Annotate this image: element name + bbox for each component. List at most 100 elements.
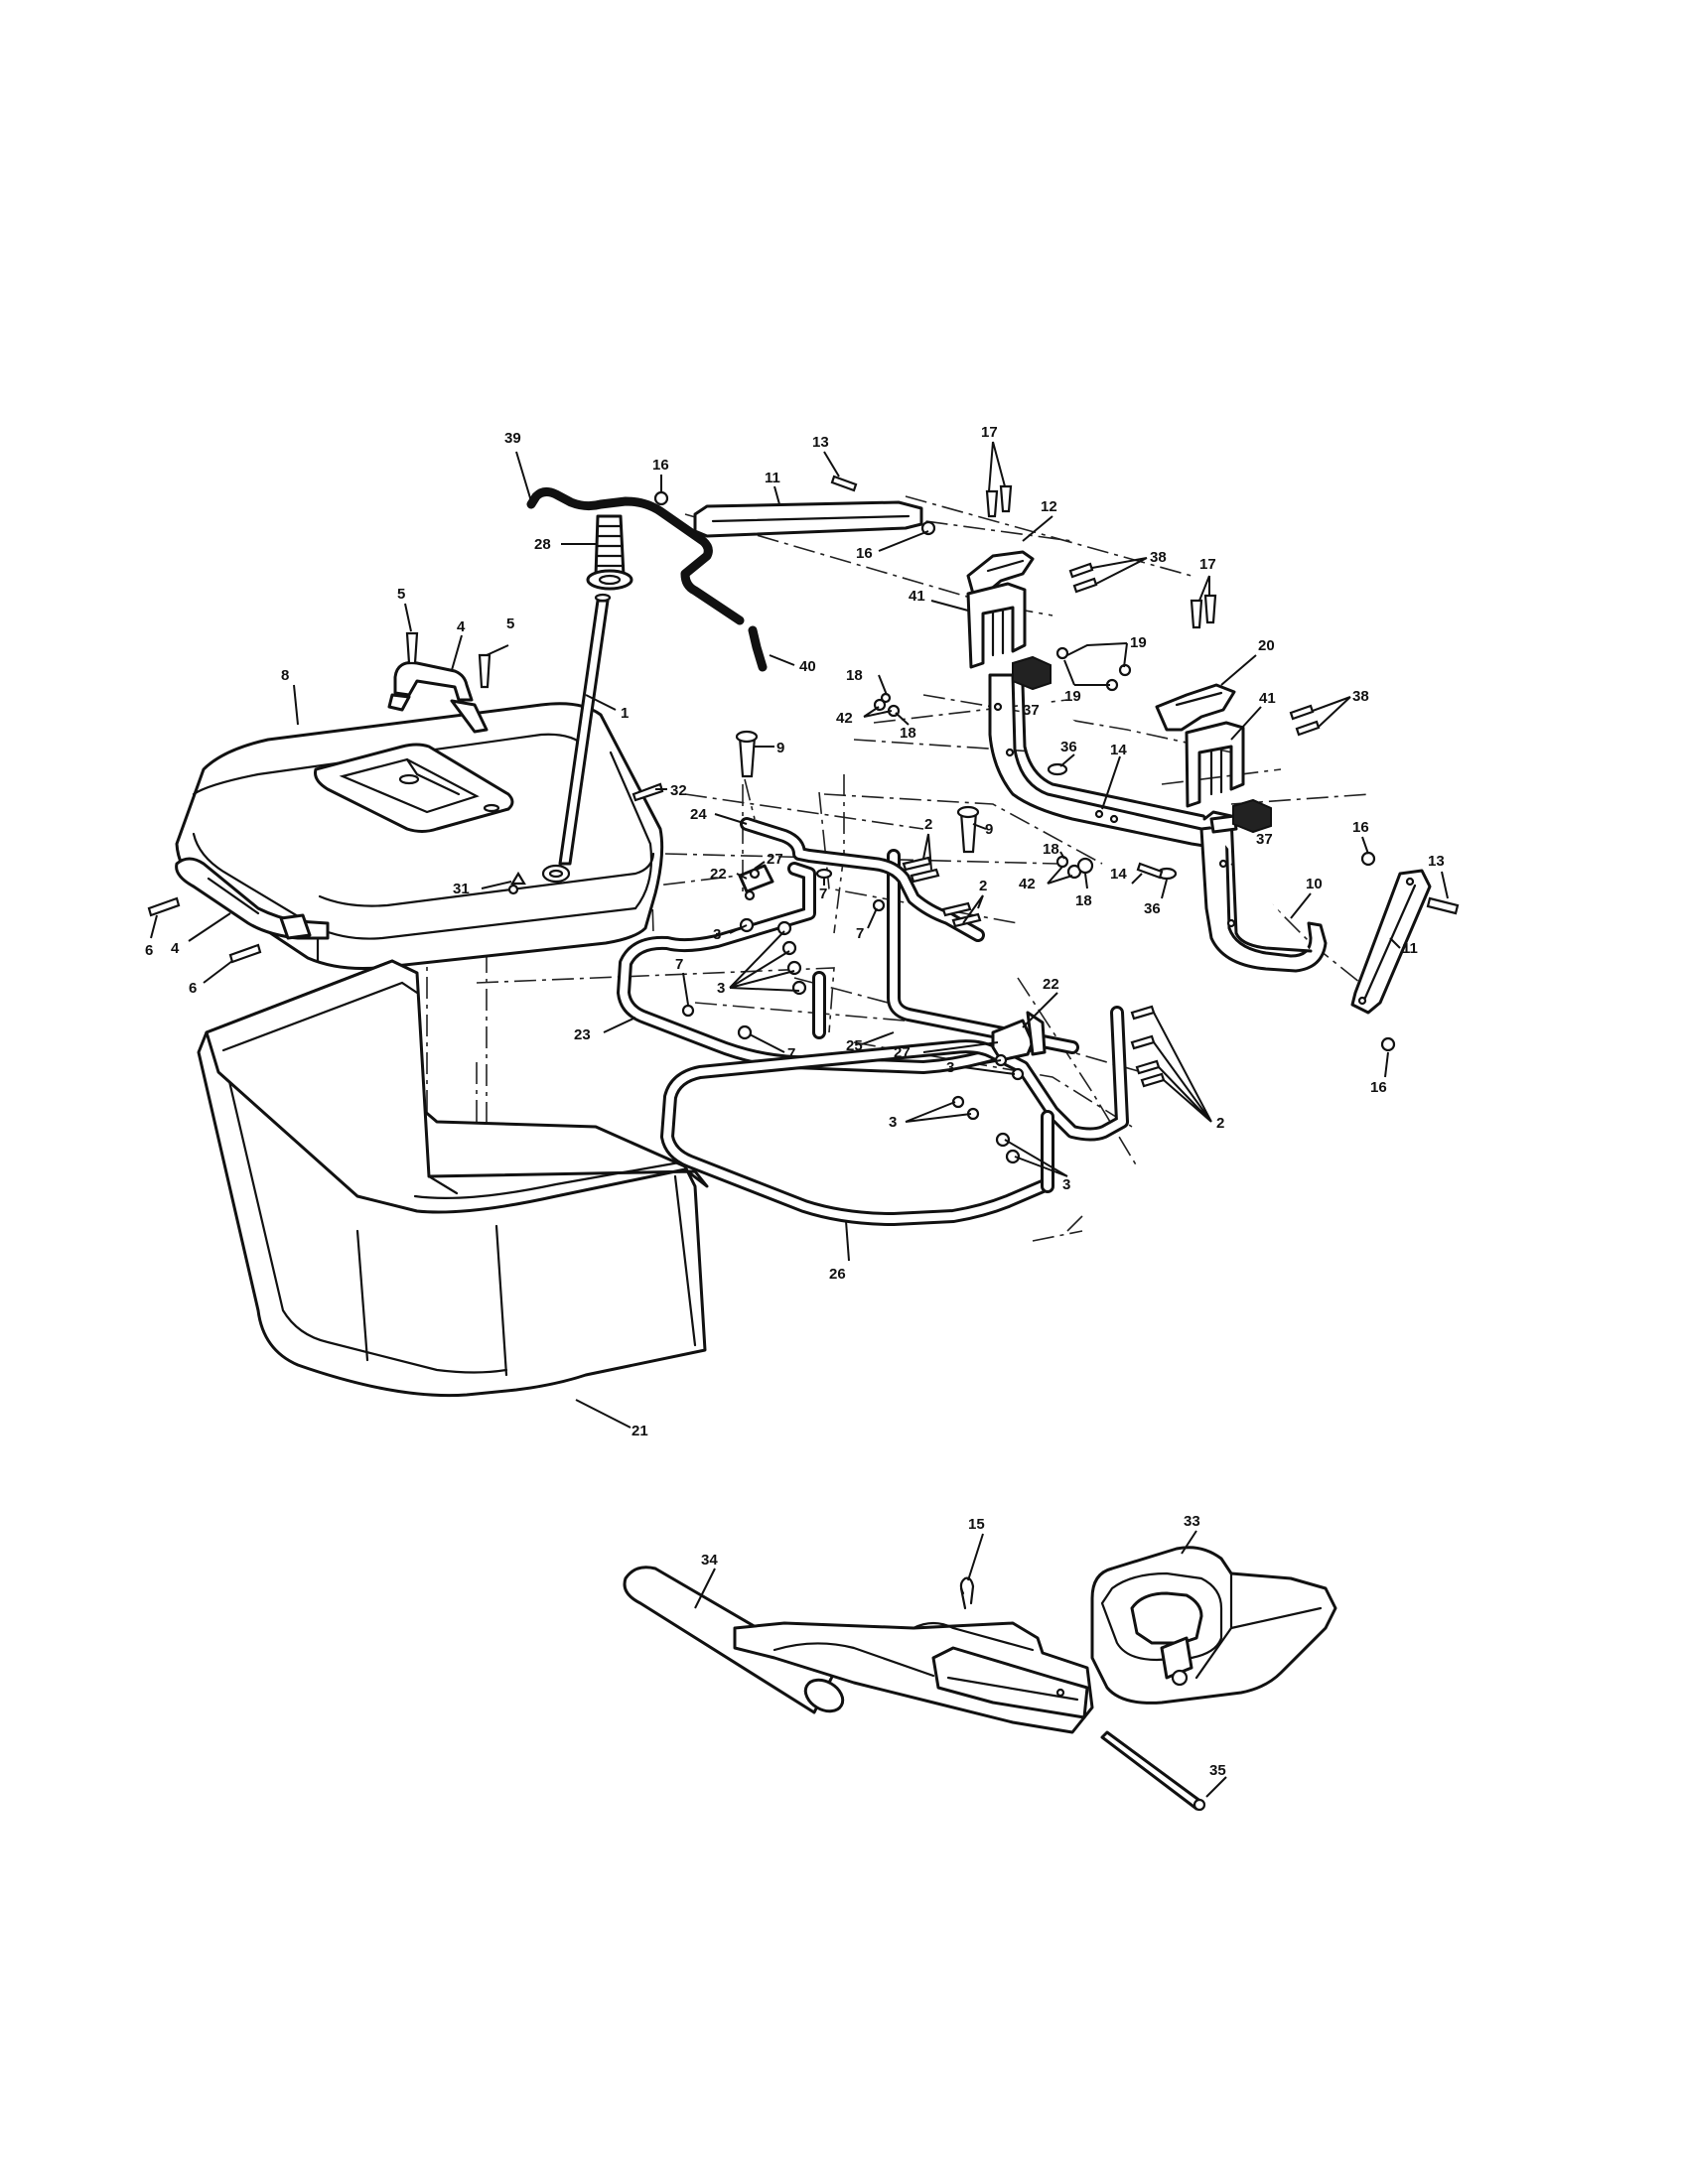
callout-22: 22 (710, 866, 727, 883)
callout-3: 3 (1062, 1176, 1070, 1193)
callout-36: 36 (1144, 900, 1161, 917)
callout-11: 11 (765, 470, 780, 486)
indicator-rod (526, 486, 768, 672)
hinge-pin (1100, 1730, 1206, 1812)
bag-frame-bottom (660, 1006, 1129, 1226)
callout-37: 37 (1256, 831, 1273, 848)
callout-2: 2 (1216, 1115, 1224, 1132)
callout-33: 33 (1184, 1513, 1200, 1530)
hardware (147, 475, 1460, 1164)
callout-7: 7 (819, 886, 827, 902)
callout-13: 13 (1428, 853, 1445, 870)
callout-41: 41 (1259, 690, 1276, 707)
callout-numbers: 39 16 13 11 17 12 28 16 38 17 41 5 4 5 4… (145, 424, 1445, 1779)
callout-16: 16 (652, 457, 669, 474)
callout-27: 27 (767, 851, 783, 868)
callout-17: 17 (1199, 556, 1216, 573)
clamp-upper (966, 582, 1027, 669)
callout-16: 16 (1370, 1079, 1387, 1096)
callout-4: 4 (457, 618, 466, 635)
grass-bag (197, 959, 709, 1398)
callout-19: 19 (1130, 634, 1147, 651)
callout-3: 3 (889, 1114, 897, 1131)
callout-39: 39 (504, 430, 521, 447)
rubber-pad-lower (1232, 798, 1272, 834)
callout-7: 7 (675, 956, 683, 973)
chute-tube (623, 1566, 845, 1714)
callout-3: 3 (946, 1059, 954, 1076)
callout-31: 31 (453, 881, 470, 897)
callout-16: 16 (1352, 819, 1369, 836)
callout-42: 42 (836, 710, 853, 727)
hopper-rod (558, 593, 612, 866)
callout-2: 2 (924, 816, 932, 833)
callout-25: 25 (846, 1037, 863, 1054)
callout-6: 6 (145, 942, 153, 959)
callout-38: 38 (1150, 549, 1167, 566)
support-strap-right (1350, 869, 1432, 1015)
callout-9: 9 (985, 821, 993, 838)
hinge-rod (175, 857, 330, 940)
callout-3: 3 (717, 980, 725, 997)
callout-9: 9 (776, 740, 784, 756)
callout-27: 27 (894, 1044, 911, 1061)
bag-frame-center (887, 849, 1079, 1054)
callout-1: 1 (621, 705, 629, 722)
chute-deflector (1090, 1546, 1337, 1705)
callout-28: 28 (534, 536, 551, 553)
hopper-lid (175, 702, 664, 971)
callout-20: 20 (1258, 637, 1275, 654)
callout-12: 12 (1041, 498, 1057, 515)
callout-6: 6 (189, 980, 197, 997)
callout-36: 36 (1060, 739, 1077, 755)
callout-24: 24 (690, 806, 707, 823)
hopper-rod-grip (586, 514, 633, 591)
bag-frame-cross-tube (740, 817, 985, 942)
chute-adapter (733, 1621, 1094, 1734)
callout-23: 23 (574, 1026, 591, 1043)
clamp-lower (1185, 721, 1245, 808)
callout-40: 40 (799, 658, 816, 675)
hopper-handle (387, 661, 489, 734)
mounting-frame (988, 673, 1328, 973)
callout-5: 5 (506, 615, 514, 632)
rubber-pad-upper (1012, 655, 1052, 691)
callout-41: 41 (909, 588, 925, 605)
callout-18: 18 (900, 725, 916, 742)
leader-lines (150, 441, 1449, 1798)
callout-4: 4 (171, 940, 180, 957)
callout-26: 26 (829, 1266, 846, 1283)
callout-21: 21 (632, 1423, 648, 1439)
callout-15: 15 (968, 1516, 985, 1533)
callout-8: 8 (281, 667, 289, 684)
callout-22: 22 (1043, 976, 1059, 993)
callout-17: 17 (981, 424, 998, 441)
spring-clip (959, 1576, 975, 1610)
callout-2: 2 (979, 878, 987, 894)
callout-19: 19 (1064, 688, 1081, 705)
callout-32: 32 (670, 782, 687, 799)
latch-bracket-lower (1155, 683, 1236, 732)
callout-18: 18 (846, 667, 863, 684)
callout-34: 34 (701, 1552, 718, 1569)
callout-37: 37 (1023, 702, 1040, 719)
callout-42: 42 (1019, 876, 1036, 892)
callout-14: 14 (1110, 866, 1127, 883)
callout-11: 11 (1402, 940, 1418, 957)
bag-frame-top (617, 862, 1040, 1074)
callout-38: 38 (1352, 688, 1369, 705)
support-strap-top (693, 500, 923, 548)
callout-18: 18 (1075, 892, 1092, 909)
callout-18: 18 (1043, 841, 1059, 858)
frame-brackets (738, 864, 1047, 1062)
callout-14: 14 (1110, 742, 1127, 758)
callout-35: 35 (1209, 1762, 1226, 1779)
callout-13: 13 (812, 434, 829, 451)
callout-5: 5 (397, 586, 405, 603)
callout-7: 7 (856, 925, 864, 942)
callout-10: 10 (1306, 876, 1323, 892)
callout-16: 16 (856, 545, 873, 562)
callout-7: 7 (787, 1045, 795, 1062)
callout-3: 3 (713, 926, 721, 943)
